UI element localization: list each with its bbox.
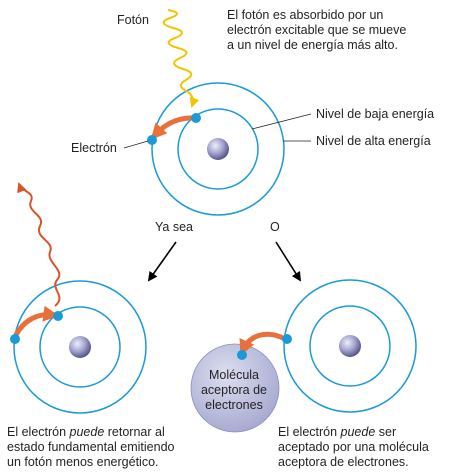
caption-line: un fotón menos energético.: [7, 455, 159, 469]
low-level-leader: [251, 113, 312, 130]
low-energy-orbit: [309, 305, 391, 387]
nucleus: [339, 335, 361, 357]
high-level-label: Nivel de alta energía: [316, 134, 431, 148]
absorption-note-line: a un nivel de energía más alto.: [227, 38, 398, 52]
left-caption: El electrón puede retornar al estado fun…: [7, 425, 174, 470]
or-label: O: [270, 220, 280, 234]
caption-text: El electrón: [7, 425, 70, 439]
electron-label: Electrón: [71, 141, 117, 155]
either-arrow: [147, 241, 177, 282]
nucleus: [69, 336, 91, 358]
caption-text: El electrón: [278, 425, 341, 439]
caption-emphasis: puede: [340, 425, 376, 439]
caption-line: estado fundamental emitiendo: [7, 440, 175, 454]
right-caption: El electrón puede ser aceptado por una m…: [278, 425, 429, 470]
caption-emphasis: puede: [69, 425, 105, 439]
photon-label: Fotón: [117, 13, 149, 27]
or-arrow: [275, 241, 302, 282]
electron-leader: [123, 140, 149, 149]
electron-accepted: [237, 350, 247, 360]
caption-text: retornar al: [104, 425, 165, 439]
absorption-note-line: El fotón es absorbido por un: [227, 8, 384, 22]
high-energy-orbit: [13, 280, 147, 414]
low-energy-orbit: [39, 306, 121, 388]
high-energy-orbit: [283, 279, 417, 413]
high-energy-orbit: [151, 82, 285, 216]
molecule-label-line: electrones: [205, 398, 263, 412]
top-atom: [147, 82, 285, 216]
electron-ground: [191, 113, 201, 123]
low-level-label: Nivel de baja energía: [316, 107, 435, 121]
molecule-label-line: aceptora de: [200, 383, 268, 397]
electron-ground: [53, 311, 63, 321]
caption-text: ser: [375, 425, 397, 439]
excitation-arrow: [150, 115, 197, 140]
acceptor-molecule: [190, 343, 280, 433]
electron-excited: [10, 334, 20, 344]
either-label: Ya sea: [155, 220, 193, 234]
caption-line: aceptora de electrones.: [278, 455, 409, 469]
transfer-arrow: [239, 331, 287, 356]
incoming-photon: [162, 9, 200, 108]
return-arrow: [13, 305, 60, 337]
molecule-label-line: Molécula: [208, 368, 260, 382]
nucleus: [207, 138, 229, 160]
absorption-note: El fotón es absorbido por un electrón ex…: [227, 8, 406, 53]
caption-line: aceptado por una molécula: [278, 440, 429, 454]
left-atom: [10, 280, 147, 414]
right-atom: [190, 279, 417, 433]
low-energy-orbit: [177, 108, 259, 190]
absorption-note-line: electrón excitable que se mueve: [227, 23, 407, 37]
emitted-photon: [17, 182, 61, 307]
electron-excited: [282, 334, 292, 344]
molecule-label: Molécula aceptora de electrones: [193, 368, 275, 413]
electron-excited: [147, 135, 157, 145]
